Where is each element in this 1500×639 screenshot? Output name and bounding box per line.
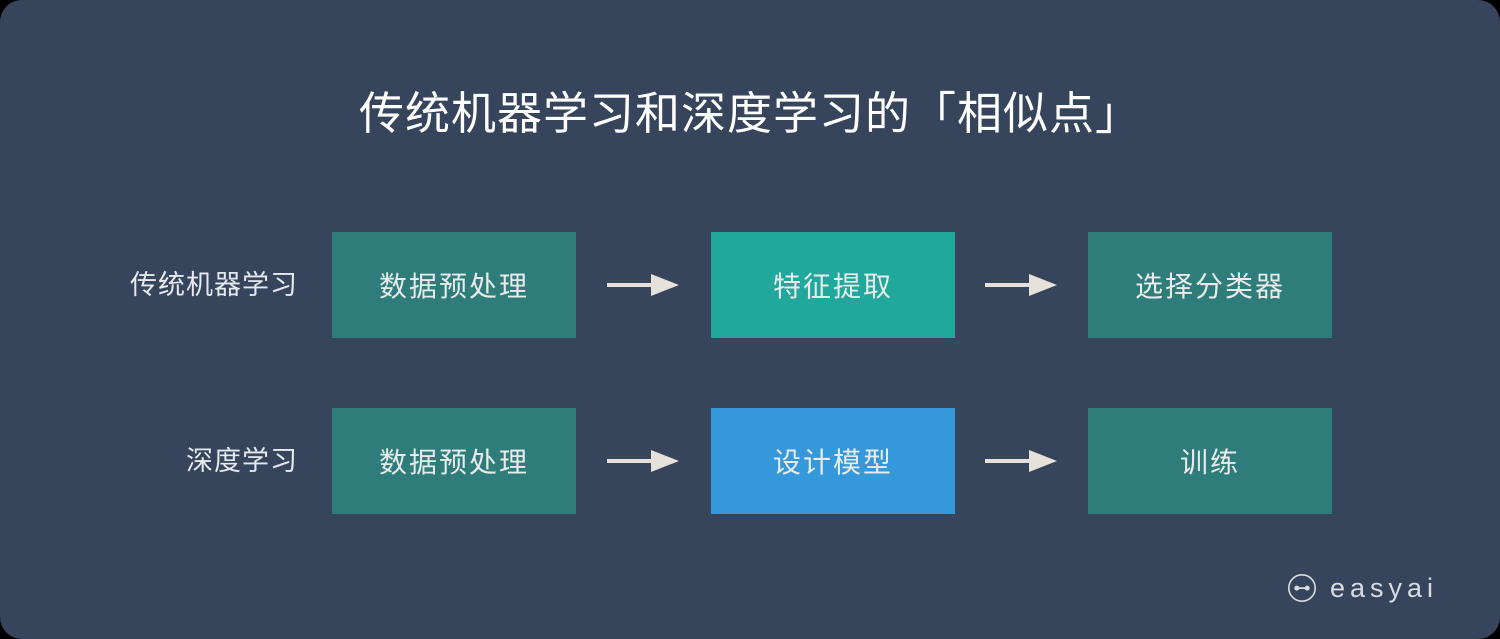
stage-box-ml-select-classifier[interactable]: 选择分类器 bbox=[1088, 232, 1332, 338]
arrow-right-icon bbox=[976, 408, 1066, 514]
row-label-traditional-ml: 传统机器学习 bbox=[130, 270, 298, 300]
arrow-right-icon bbox=[976, 232, 1066, 338]
stage-label: 数据预处理 bbox=[378, 447, 529, 478]
arrow-right-icon bbox=[598, 232, 688, 338]
stage-label: 设计模型 bbox=[772, 447, 893, 478]
stage-label: 特征提取 bbox=[772, 271, 893, 302]
stage-label: 训练 bbox=[1179, 447, 1240, 478]
arrow-right-icon bbox=[598, 408, 688, 514]
brand-name: easyai bbox=[1329, 573, 1438, 603]
row-label-deep-learning: 深度学习 bbox=[186, 446, 298, 476]
flow-row-traditional-ml: 传统机器学习 数据预处理 特征提取 选择分类器 bbox=[0, 232, 1500, 338]
page-title: 传统机器学习和深度学习的「相似点」 bbox=[358, 88, 1141, 139]
stage-box-ml-feature-extraction[interactable]: 特征提取 bbox=[711, 232, 955, 338]
stage-label: 数据预处理 bbox=[378, 271, 529, 302]
brand-logo: easyai bbox=[1287, 573, 1438, 603]
stage-box-ml-data-preprocessing[interactable]: 数据预处理 bbox=[332, 232, 576, 338]
stage-label: 选择分类器 bbox=[1134, 271, 1285, 302]
stage-box-dl-training[interactable]: 训练 bbox=[1088, 408, 1332, 514]
stage-box-dl-data-preprocessing[interactable]: 数据预处理 bbox=[332, 408, 576, 514]
stage-box-dl-design-model[interactable]: 设计模型 bbox=[711, 408, 955, 514]
easyai-circle-dumbbell-icon bbox=[1287, 573, 1317, 603]
flow-row-deep-learning: 深度学习 数据预处理 设计模型 训练 bbox=[0, 408, 1500, 514]
